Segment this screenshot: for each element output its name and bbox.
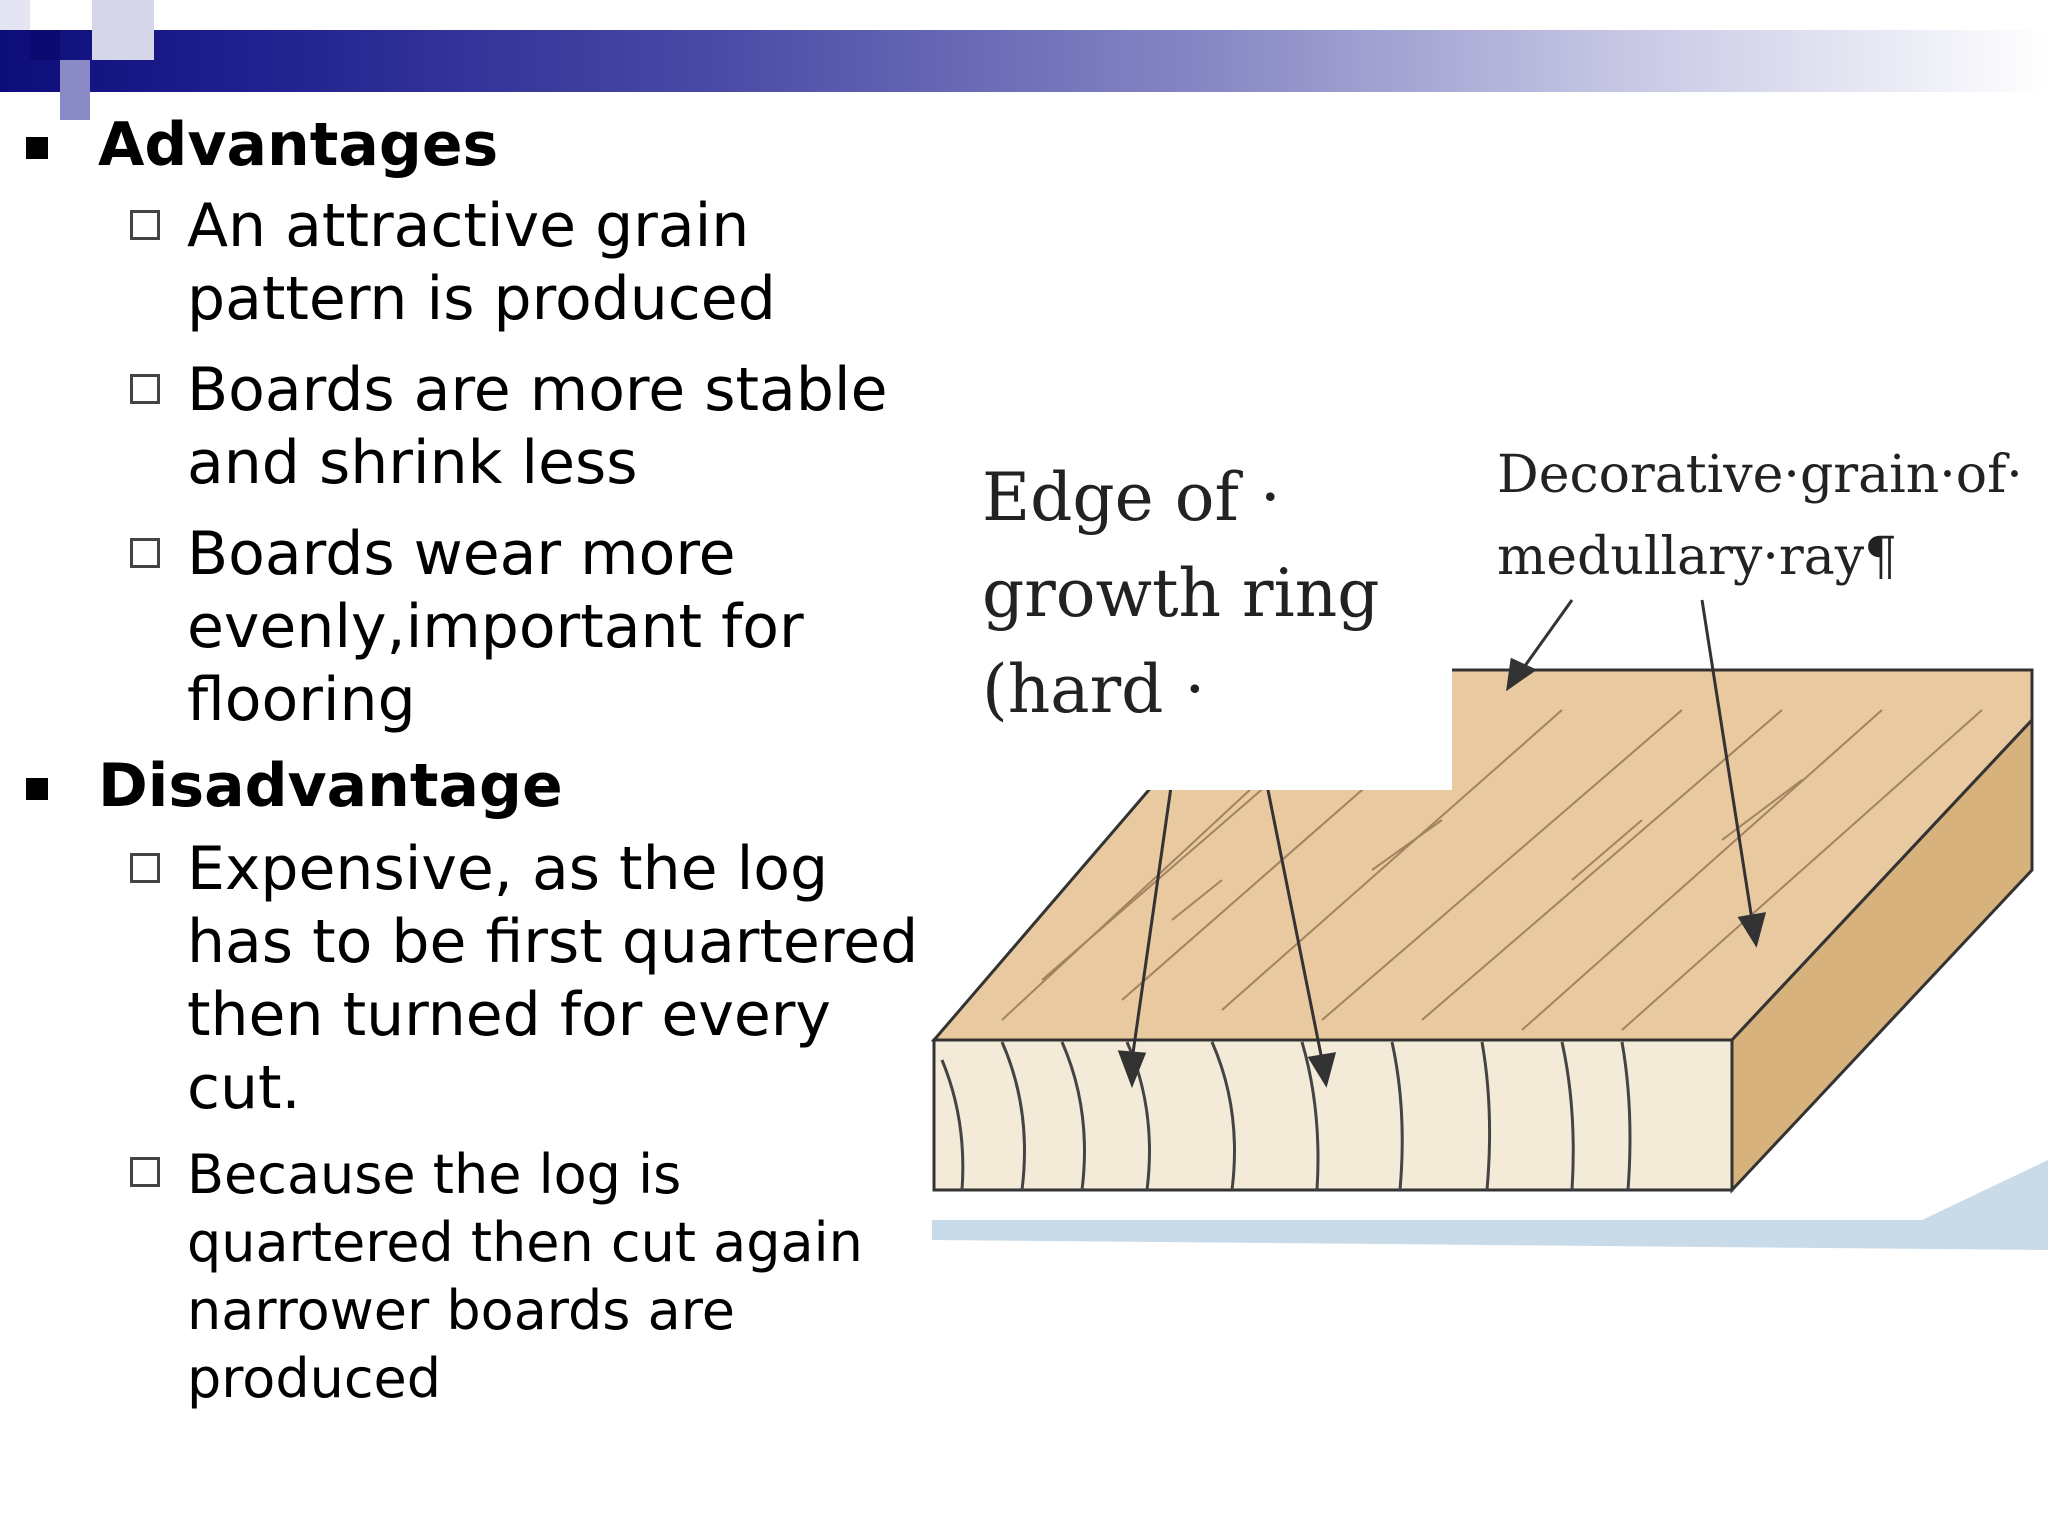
square-bullet-icon bbox=[26, 778, 48, 800]
decor-square bbox=[60, 60, 90, 120]
title-band bbox=[0, 30, 2048, 92]
decor-square bbox=[0, 0, 30, 30]
section-heading-advantages: Advantages bbox=[0, 110, 930, 180]
list-item: Because the log is quartered then cut ag… bbox=[0, 1141, 930, 1413]
decor-square bbox=[30, 30, 60, 60]
list-item: An attractive grain pattern is produced bbox=[0, 190, 930, 336]
list-item: Boards are more stable and shrink less bbox=[0, 354, 930, 500]
wood-board-figure: Edge of · growth ring (hard · Decorative… bbox=[922, 420, 2048, 1250]
square-bullet-icon bbox=[26, 137, 48, 159]
medullary-ray-label: Decorative·grain·of· medullary·ray¶ bbox=[1497, 445, 2023, 587]
hollow-square-bullet-icon bbox=[130, 1157, 160, 1187]
hollow-square-bullet-icon bbox=[130, 853, 160, 883]
edge-growth-ring-label: Edge of · growth ring (hard · bbox=[982, 459, 1380, 728]
decor-square bbox=[92, 0, 154, 60]
list-item: Boards wear more evenly,important for fl… bbox=[0, 518, 930, 737]
hollow-square-bullet-icon bbox=[130, 210, 160, 240]
section-heading-disadvantage: Disadvantage bbox=[0, 751, 930, 821]
hollow-square-bullet-icon bbox=[130, 538, 160, 568]
label-background bbox=[922, 420, 1452, 790]
slide-body: Advantages An attractive grain pattern i… bbox=[0, 110, 930, 1413]
hollow-square-bullet-icon bbox=[130, 374, 160, 404]
list-item: Expensive, as the log has to be first qu… bbox=[0, 833, 930, 1125]
